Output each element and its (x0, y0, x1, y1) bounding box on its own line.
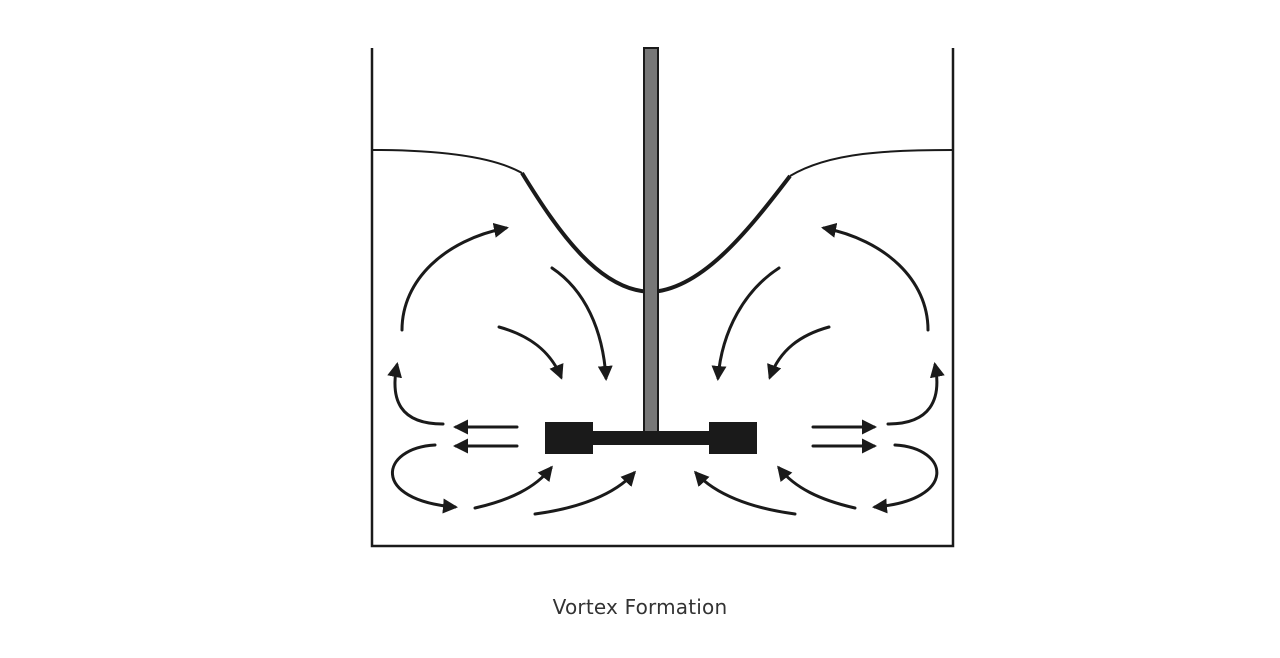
flow-arrows (387, 222, 945, 516)
flow-arrow (767, 325, 831, 380)
flow-arrow (777, 465, 857, 510)
impeller-arm (592, 431, 710, 445)
flow-arrow (550, 266, 613, 381)
tank-outline (370, 48, 955, 548)
impeller-blade-left (545, 422, 593, 454)
impeller (545, 422, 757, 454)
flow-arrow (693, 470, 797, 516)
flow-arrow (711, 266, 781, 381)
flow-arrow (473, 465, 553, 510)
flow-arrow (821, 222, 930, 332)
flow-arrow (533, 470, 637, 516)
flow-arrow (886, 362, 945, 426)
figure-caption: Vortex Formation (552, 595, 728, 619)
flow-arrow (391, 443, 458, 514)
flow-arrow (497, 325, 564, 380)
impeller-blade-right (709, 422, 757, 454)
flow-arrow (872, 443, 939, 514)
liquid-surface-right (789, 149, 954, 177)
impeller-shaft (643, 47, 659, 433)
flow-arrow (387, 362, 445, 426)
flow-arrow (400, 222, 509, 332)
liquid-surface-left (371, 149, 523, 174)
